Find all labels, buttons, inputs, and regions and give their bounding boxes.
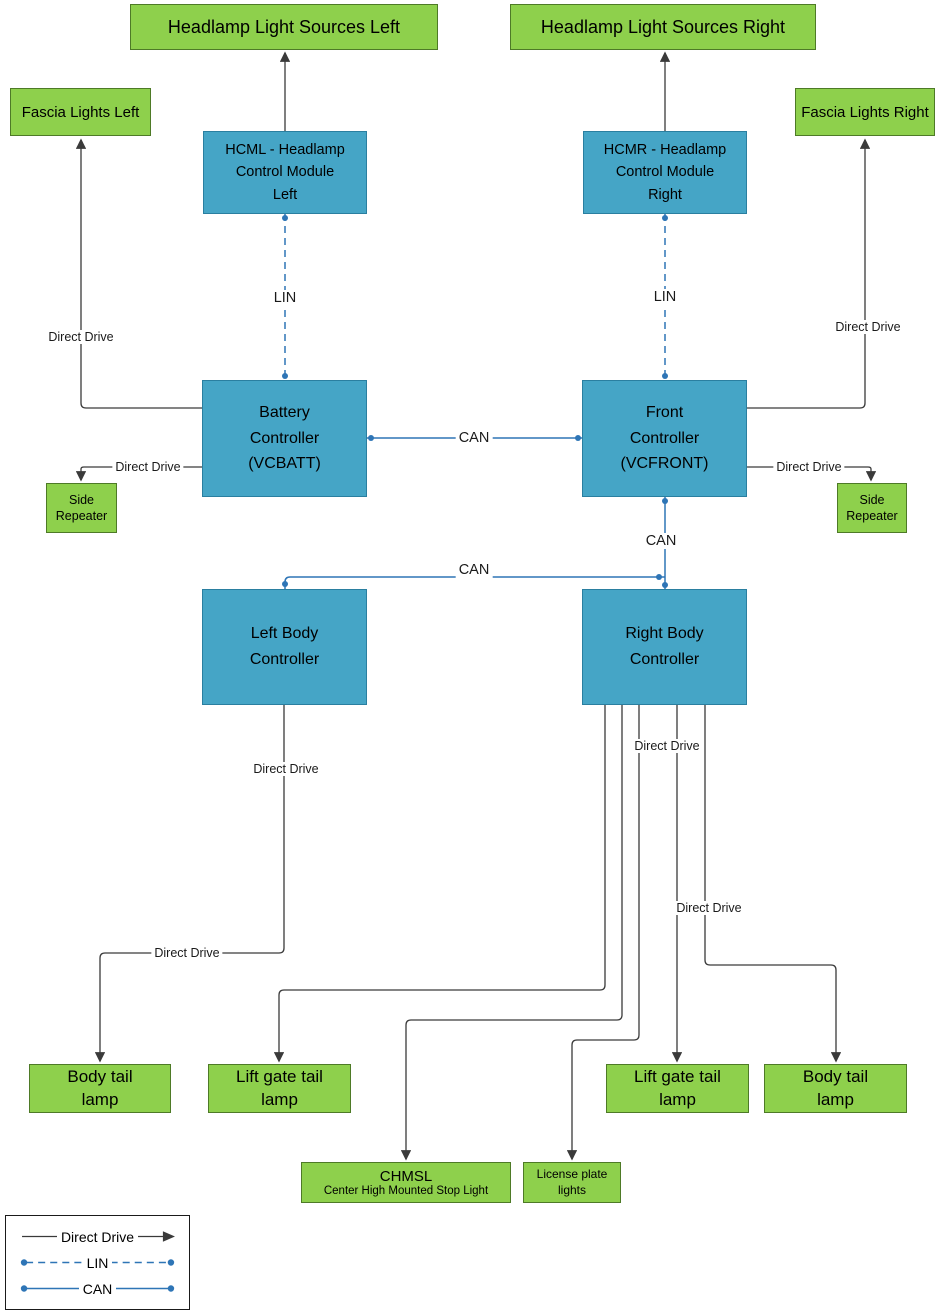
node-fascia-lights-left: Fascia Lights Left xyxy=(10,88,151,136)
node-left-body-controller: Left Body Controller xyxy=(202,589,367,705)
edge-label-direct-drive-left-body-vertical: Direct Drive xyxy=(250,762,322,776)
node-license-plate-lights: License plate lights xyxy=(523,1162,621,1203)
legend-can-label: CAN xyxy=(78,1280,117,1297)
node-battery-controller-vcbatt: Battery Controller (VCBATT) xyxy=(202,380,367,497)
node-hcmr-headlamp-control-module-right: HCMR - Headlamp Control Module Right xyxy=(583,131,747,214)
edge-label-direct-drive-left-body-horizontal: Direct Drive xyxy=(151,946,223,960)
node-fascia-lights-right: Fascia Lights Right xyxy=(795,88,935,136)
legend-item-can: CAN xyxy=(16,1276,179,1301)
edge-label-direct-drive-side-repeater-left: Direct Drive xyxy=(112,460,184,474)
edge-label-can-front-down: CAN xyxy=(642,533,680,549)
edge-label-direct-drive-right-body-lower: Direct Drive xyxy=(673,901,745,915)
node-lift-gate-tail-lamp-right: Lift gate tail lamp xyxy=(606,1064,749,1113)
edge-label-can-body-branch: CAN xyxy=(455,562,493,578)
edge-label-direct-drive-right-body-upper: Direct Drive xyxy=(631,739,703,753)
node-front-controller-vcfront: Front Controller (VCFRONT) xyxy=(582,380,747,497)
node-side-repeater-right: Side Repeater xyxy=(837,483,907,533)
node-body-tail-lamp-right: Body tail lamp xyxy=(764,1064,907,1113)
legend-lin-line-sample xyxy=(20,1259,175,1266)
chmsl-title: CHMSL xyxy=(379,1168,433,1185)
legend-item-direct-drive: Direct Drive xyxy=(16,1224,179,1249)
edge-label-direct-drive-fascia-left: Direct Drive xyxy=(45,330,117,344)
edge-label-lin-left: LIN xyxy=(270,290,300,306)
chmsl-subtitle: Center High Mounted Stop Light xyxy=(323,1185,489,1197)
node-chmsl: CHMSL Center High Mounted Stop Light xyxy=(301,1162,511,1203)
node-lift-gate-tail-lamp-left: Lift gate tail lamp xyxy=(208,1064,351,1113)
edge-label-direct-drive-fascia-right: Direct Drive xyxy=(832,320,904,334)
legend: Direct Drive LIN CAN xyxy=(5,1215,190,1310)
edge-label-lin-right: LIN xyxy=(650,289,680,305)
node-right-body-controller: Right Body Controller xyxy=(582,589,747,705)
legend-direct-drive-label: Direct Drive xyxy=(56,1228,139,1245)
bus-endpoint-dots xyxy=(282,215,668,588)
node-headlamp-light-sources-left: Headlamp Light Sources Left xyxy=(130,4,438,50)
legend-item-lin: LIN xyxy=(16,1250,179,1275)
legend-lin-label: LIN xyxy=(82,1254,113,1271)
node-body-tail-lamp-left: Body tail lamp xyxy=(29,1064,171,1113)
node-hcml-headlamp-control-module-left: HCML - Headlamp Control Module Left xyxy=(203,131,367,214)
direct-drive-edges xyxy=(75,51,877,1161)
edge-label-can-battery-front: CAN xyxy=(455,430,493,446)
node-headlamp-light-sources-right: Headlamp Light Sources Right xyxy=(510,4,816,50)
node-side-repeater-left: Side Repeater xyxy=(46,483,117,533)
edge-label-direct-drive-side-repeater-right: Direct Drive xyxy=(773,460,845,474)
lin-edges xyxy=(284,214,666,380)
